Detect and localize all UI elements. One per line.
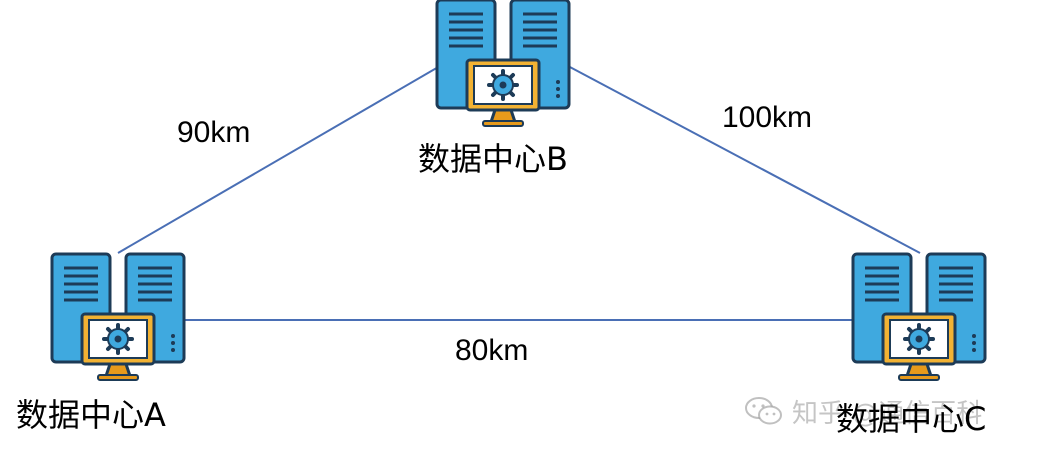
watermark-text: 知乎 @通信百科 [792,398,983,429]
node-label-c: 数据中心C [836,400,987,438]
server-icon-c [851,252,987,382]
link-a-b [117,65,441,254]
distance-label-a-b: 90km [177,116,251,149]
wechat-icon [745,397,782,425]
distance-label-b-c: 100km [722,101,813,134]
server-icon-b [435,0,571,128]
node-label-b: 数据中心B [418,140,568,178]
link-b-c [567,65,921,254]
distance-label-a-c: 80km [455,334,529,367]
node-label-a: 数据中心A [16,396,166,434]
watermark: 知乎 @通信百科 [744,394,983,429]
server-icon-a [50,252,186,382]
